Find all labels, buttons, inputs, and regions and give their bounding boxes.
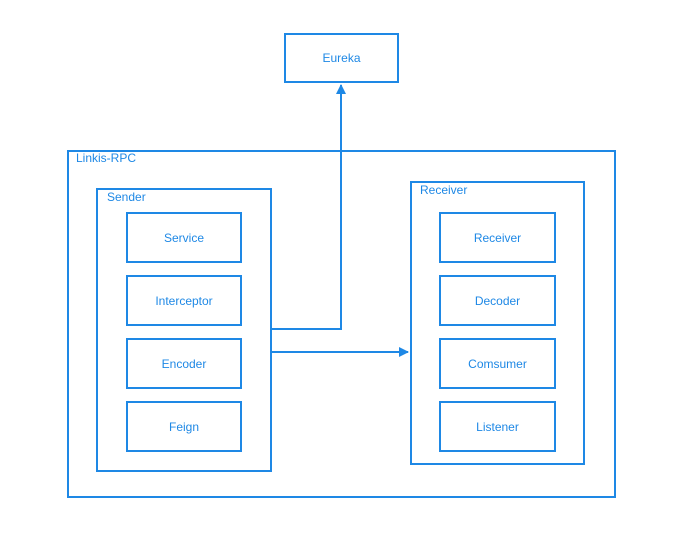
eureka-box: Eureka [284,33,399,83]
eureka-label: Eureka [322,51,361,65]
receiver-item-receiver: Receiver [439,212,556,263]
receiver-item-label: Decoder [474,293,521,308]
sender-item-label: Feign [168,419,200,434]
receiver-title: Receiver [420,183,468,197]
sender-item-label: Encoder [161,356,207,371]
sender-item-encoder: Encoder [126,338,242,389]
sender-item-feign: Feign [126,401,242,452]
receiver-item-listener: Listener [439,401,556,452]
sender-title: Sender [107,190,146,204]
receiver-item-comsumer: Comsumer [439,338,556,389]
sender-item-label: Service [163,230,204,245]
sender-item-service: Service [126,212,242,263]
receiver-item-label: Receiver [473,230,522,245]
sender-item-interceptor: Interceptor [126,275,242,326]
sender-to-eureka-arrow [272,84,346,330]
receiver-item-label: Comsumer [468,356,527,371]
receiver-item-decoder: Decoder [439,275,556,326]
sender-item-label: Interceptor [155,293,213,308]
linkis-rpc-title: Linkis-RPC [76,151,137,165]
receiver-item-label: Listener [476,419,519,434]
